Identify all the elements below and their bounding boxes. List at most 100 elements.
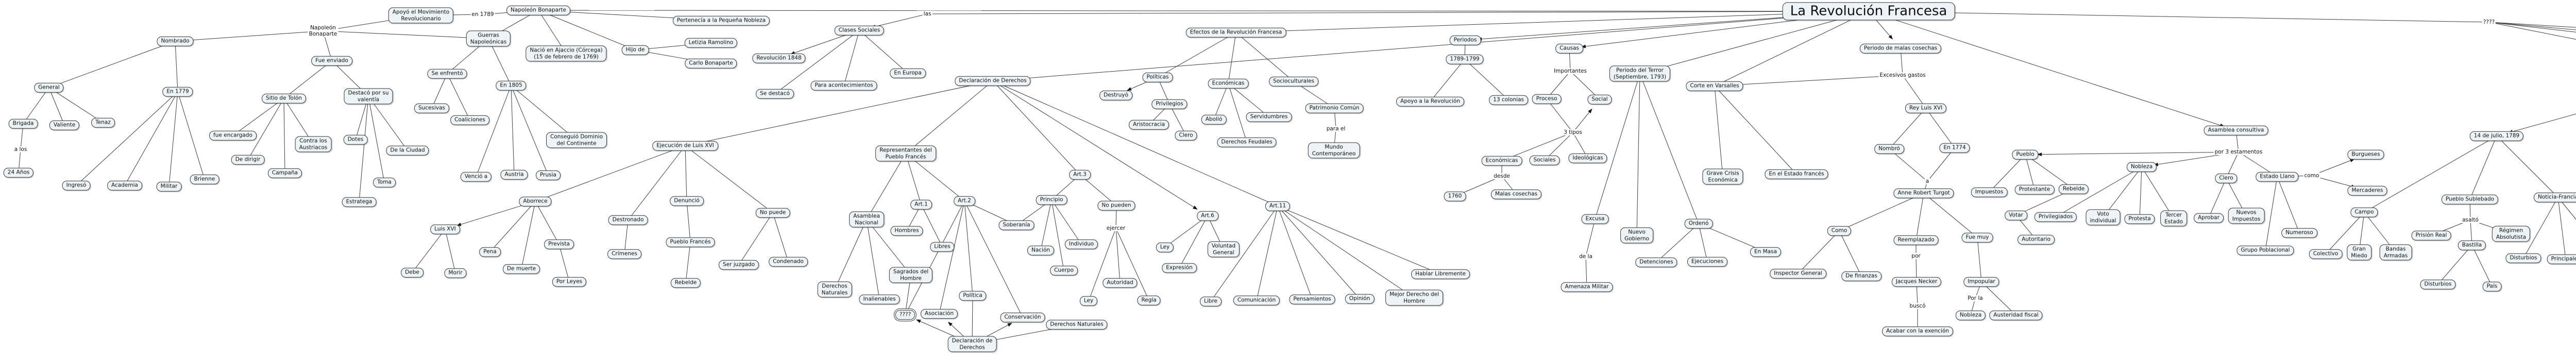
concept-node-voluntad[interactable]: Voluntad General [1207,241,1240,258]
concept-node-grupopoblacional[interactable]: Grupo Poblacional [2236,245,2294,256]
concept-node-art6[interactable]: Art.6 [1197,211,1218,221]
concept-node-qmarks[interactable]: ???? [895,310,916,320]
concept-node-ejecucion_luis[interactable]: Ejecución de Luis XVI [652,141,718,151]
concept-node-ideologicas[interactable]: Ideológicas [1568,153,1607,163]
concept-node-derechosnaturales2[interactable]: Derechos Naturales [1046,319,1108,330]
concept-node-nobleza2[interactable]: Nobleza [1955,310,1986,320]
concept-node-academia[interactable]: Academia [107,180,142,191]
concept-node-estadollano[interactable]: Estado Llano [2256,172,2299,182]
concept-node-contraaustriacos[interactable]: Contra los Austriacos [295,136,332,152]
concept-node-libre[interactable]: Libre [1200,296,1222,307]
link-label-como2[interactable]: como [2303,172,2320,179]
concept-node-fueenviado[interactable]: Fue enviado [311,56,352,66]
link-label-napoleontext[interactable]: Napoleón Bonaparte [308,24,338,38]
concept-node-derechosnaturales1[interactable]: Derechos Naturales [817,281,852,298]
link-label-qmarks2[interactable]: ???? [2482,19,2496,26]
concept-node-letizia[interactable]: Letizia Ramolino [684,38,738,48]
concept-node-vencioa[interactable]: Venció a [460,172,492,182]
concept-node-austeridadfiscal[interactable]: Austeridad fiscal [1989,310,2043,320]
concept-node-crimenes[interactable]: Crímenes [607,249,641,259]
concept-node-sagrados[interactable]: Sagrados del Hombre [889,267,933,283]
concept-node-inalienables[interactable]: Inalienables [859,294,900,304]
concept-node-sitiotolon[interactable]: Sitio de Tolón [262,93,306,104]
concept-node-sociales2[interactable]: Sociales [1529,155,1560,165]
concept-node-art11[interactable]: Art.11 [1265,201,1291,211]
concept-node-nuevosimpuestos[interactable]: Nuevos Impuestos [2228,208,2265,224]
concept-node-hombres[interactable]: Hombres [890,226,923,236]
concept-node-delaciudad[interactable]: De la Ciudad [386,145,429,156]
concept-node-paraacontecimientos[interactable]: Para acontecimientos [810,80,877,91]
link-label-paraelel[interactable]: para el [1325,125,1347,132]
concept-node-sedestaco[interactable]: Se destacó [756,89,794,99]
concept-node-morir[interactable]: Morir [444,268,467,278]
concept-node-patrimonio[interactable]: Patrimonio Común [1305,103,1364,113]
concept-node-valiente[interactable]: Valiente [49,120,80,130]
concept-node-proceso[interactable]: Proceso [1532,94,1562,104]
concept-node-pueblofrances[interactable]: Pueblo Francés [666,237,715,247]
concept-node-dedirigir[interactable]: De dirigir [231,155,265,165]
concept-node-periodos[interactable]: Periodos [1449,35,1481,45]
concept-node-declaracion_bottom[interactable]: Declaración de Derechos [947,336,997,352]
concept-node-nacion[interactable]: Nación [1027,245,1055,256]
concept-node-representantes[interactable]: Representantes del Pueblo Francés [875,145,936,162]
concept-node-destronado[interactable]: Destronado [608,215,648,225]
concept-node-declaracion_top[interactable]: Declaración de Derechos [955,76,1031,86]
concept-node-reemplazado[interactable]: Reemplazado [1893,235,1939,245]
concept-node-asamblea_nac[interactable]: Asamblea Nacional [849,211,884,228]
concept-node-demuerte[interactable]: De muerte [502,264,540,274]
concept-node-soberania1[interactable]: Soberanía [998,220,1035,230]
concept-node-nombro[interactable]: Nombró [1874,144,1904,154]
concept-node-ordeno2[interactable]: Ordenó [1684,218,1713,229]
concept-node-pueblosublebado[interactable]: Pueblo Sublebado [2441,194,2499,205]
concept-node-colonias13[interactable]: 13 colonias [1489,95,1528,105]
concept-node-campo[interactable]: Campo [2350,207,2378,217]
concept-node-colectivo[interactable]: Colectivo [2309,249,2343,259]
concept-node-impopular[interactable]: Impopular [1963,277,1999,287]
concept-node-nopueden[interactable]: No pueden [1097,200,1136,211]
concept-node-privilegiados[interactable]: Privilegiados [2034,212,2077,222]
concept-node-clero2[interactable]: Clero [2215,173,2238,183]
concept-node-excusa[interactable]: Excusa [1581,214,1609,224]
link-label-desde[interactable]: desde [1493,173,1511,180]
concept-node-pueblo2[interactable]: Pueblo [2012,149,2039,160]
link-label-excesivos[interactable]: Excesivos gastos [1878,72,1927,79]
concept-node-detenciones[interactable]: Detenciones [1635,257,1677,267]
concept-node-gravecrisis[interactable]: Grave Crisis Económica [1702,168,1743,185]
concept-node-julio14[interactable]: 14 de julio, 1789 [2469,131,2524,141]
concept-node-abolio[interactable]: Abolió [1201,114,1227,125]
concept-node-sucesivas[interactable]: Sucesivas [414,103,450,113]
concept-node-seenfrento[interactable]: Se enfrentó [427,69,467,79]
link-label-las[interactable]: las [922,10,933,18]
concept-node-estratega[interactable]: Estratega [342,197,377,207]
concept-node-asambleacons[interactable]: Asamblea consultiva [2204,125,2268,135]
concept-node-malascosechas[interactable]: Malas cosechas [1490,189,1542,199]
concept-node-aprobar[interactable]: Aprobar [2194,213,2224,223]
concept-node-pmalas[interactable]: Periodo de malas cosechas [1859,43,1942,54]
concept-node-impuestos2[interactable]: Impuestos [1971,187,2008,197]
concept-node-economicas2[interactable]: Económicas [1481,156,1522,166]
concept-node-mercaderes[interactable]: Mercaderes [2347,185,2387,196]
concept-node-amenaza[interactable]: Amenaza Militar [1561,282,1613,292]
concept-node-hablar[interactable]: Hablar Libremente [1411,269,1470,279]
concept-node-jnecker[interactable]: Jacques Necker [1891,277,1942,287]
concept-node-austria[interactable]: Austria [500,169,528,180]
link-label-porla[interactable]: Por la [1967,295,1984,302]
concept-node-autoridad[interactable]: Autoridad [1103,278,1138,288]
concept-node-art3[interactable]: Art.3 [1069,169,1091,180]
concept-node-protesta[interactable]: Protesta [2124,214,2155,224]
link-label-ejercer[interactable]: ejercer [1105,225,1127,232]
concept-node-nuevogobierno[interactable]: Nuevo Gobierno [1620,227,1653,244]
concept-node-regla[interactable]: Regla [1137,295,1161,305]
concept-node-general[interactable]: General [34,82,64,93]
link-label-por[interactable]: por [1910,252,1922,260]
concept-node-apoyo_mov[interactable]: Apoyó el Movimiento Revolucionario [388,7,454,24]
concept-node-politicas[interactable]: Políticas [1142,72,1173,82]
concept-node-derechosfeudales[interactable]: Derechos Feudales [1217,137,1277,147]
concept-node-mundo[interactable]: Mundo Contemporáneo [1308,142,1360,159]
concept-node-en1805[interactable]: En 1805 [496,80,527,91]
concept-node-principio[interactable]: Principio [1036,195,1067,205]
concept-node-clases[interactable]: Clases Sociales [834,25,885,36]
concept-node-cuerpo[interactable]: Cuerpo [1050,265,1078,276]
concept-node-y1760[interactable]: 1760 [1444,191,1466,201]
concept-node-economicas1[interactable]: Económicas [1208,78,1249,89]
